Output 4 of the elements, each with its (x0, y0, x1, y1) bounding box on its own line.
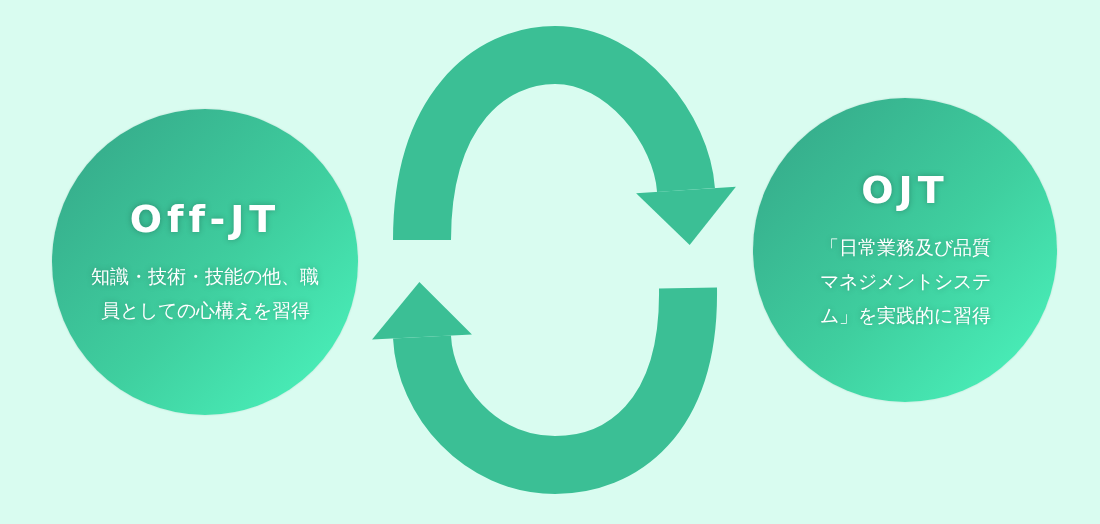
circle-text: 知識・技術・技能の他、職員としての心構えを習得 (90, 264, 320, 323)
circle-title: OJT (861, 168, 949, 212)
circle-title: Off-JT (129, 197, 281, 241)
circle-text: 「日常業務及び品質マネジメントシステム」を実践的に習得 (818, 235, 992, 328)
